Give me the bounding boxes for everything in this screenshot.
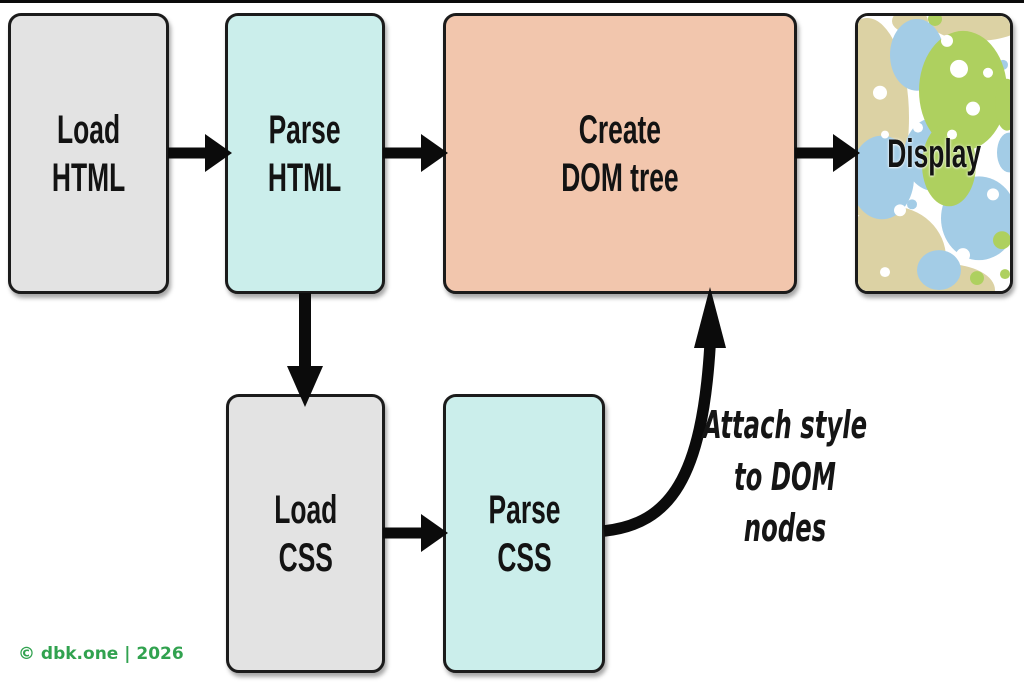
node-display: Display: [855, 13, 1013, 294]
pattern-green-blobs: [919, 16, 1010, 286]
node-load-html: Load HTML: [8, 13, 169, 294]
node-parse-html-label: Parse HTML: [268, 107, 342, 200]
arrow-parse-html-to-load-css: [287, 293, 323, 407]
display-pattern-art: [858, 16, 1010, 291]
node-parse-html: Parse HTML: [225, 13, 385, 294]
arrow-load-html-to-parse-html: [168, 134, 232, 172]
node-parse-css-label: Parse CSS: [488, 487, 560, 580]
node-display-label: Display: [887, 131, 981, 176]
annotation-attach-style: Attach style to DOM nodes: [702, 403, 868, 551]
node-load-html-label: Load HTML: [51, 107, 126, 200]
node-create-dom-tree: Create DOM tree: [443, 13, 797, 294]
arrow-parse-html-to-create-dom: [383, 134, 448, 172]
node-load-css-label: Load CSS: [273, 487, 338, 580]
node-load-css: Load CSS: [226, 394, 385, 673]
arrow-load-css-to-parse-css: [383, 514, 448, 552]
node-display-label-wrap: Display: [858, 16, 1010, 291]
watermark-copyright: © dbk.one | 2026: [18, 644, 184, 664]
arrow-create-dom-to-display: [795, 134, 860, 172]
node-parse-css: Parse CSS: [443, 394, 605, 673]
node-create-dom-tree-label: Create DOM tree: [561, 107, 679, 200]
pattern-white-dots: [873, 34, 999, 278]
top-border-line: [0, 0, 1024, 3]
